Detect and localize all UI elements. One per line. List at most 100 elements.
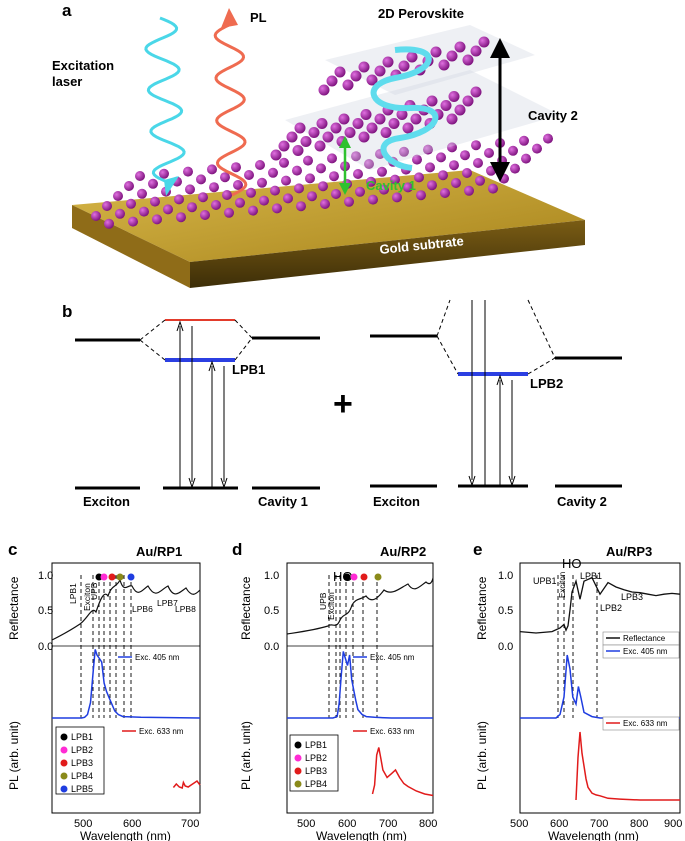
perovskite-atom (438, 59, 450, 71)
chart-c-vlines (80, 575, 132, 718)
perovskite-atom (508, 145, 518, 156)
chart-e-reflectance-line (519, 576, 681, 634)
perovskite-atom (377, 166, 387, 177)
perovskite-atom (279, 157, 289, 168)
perovskite-atom (532, 143, 542, 154)
cavity1-arrowhead-up (339, 136, 351, 148)
cavity2-label-b: Cavity 2 (557, 494, 607, 509)
chart-c-ylabel-bottom: PL (arb. unit) (7, 721, 21, 790)
perovskite-atom (425, 162, 435, 173)
chart-e-legend-refl: Reflectance (602, 631, 680, 646)
chart-e-633-line (575, 731, 680, 801)
perovskite-atom (412, 154, 422, 165)
chart-c-legend-633: Exc. 633 nm (122, 727, 184, 736)
pl-arrowhead (221, 8, 238, 28)
perovskite-atom (380, 127, 392, 138)
perovskite-atom (222, 190, 232, 200)
chart-e-mode-2: LPB2 (600, 603, 622, 613)
cavity2-label: Cavity 2 (528, 108, 578, 123)
svg-text:Exc. 405 nm: Exc. 405 nm (623, 647, 668, 656)
perovskite-atom (268, 167, 278, 178)
perovskite-atom (163, 204, 173, 215)
perovskite-atom (104, 218, 114, 229)
chart-d-633-line (371, 747, 434, 797)
perovskite-atom (454, 104, 466, 116)
perovskite-atom (196, 174, 206, 185)
chart-d-ytick-1: 1.0 (264, 570, 279, 582)
perovskite-atom (392, 192, 402, 203)
chart-e-ytick-05: 0.5 (498, 605, 513, 617)
panel-c: c Au/RP1 LPB1 Exciton UPB LPB6 LPB7 (7, 540, 201, 841)
perovskite-atom (447, 142, 457, 153)
perovskite-atom (379, 184, 389, 195)
panel-c-letter: c (8, 540, 17, 559)
chart-c-mode-7: LPB7 (157, 598, 178, 608)
chart-c-vlabel-2: Exciton (82, 583, 92, 611)
perovskite-atom (316, 163, 326, 174)
panel-e: e Au/RP3 HO UPB1 Exciton LPB1 LPB2 LPB3 … (473, 540, 682, 841)
perovskite-atom (233, 180, 243, 190)
chart-d-vlines (328, 575, 378, 718)
perovskite-atom (353, 169, 363, 179)
perovskite-atom (320, 199, 330, 209)
perovskite-atom (366, 122, 378, 134)
chart-d-reflectance-line (286, 577, 434, 635)
chart-e-xtick-600: 600 (550, 818, 568, 830)
chart-e-ylabel-bottom: PL (arb. unit) (475, 721, 489, 790)
svg-text:LPB1: LPB1 (71, 732, 93, 742)
svg-text:LPB5: LPB5 (71, 784, 93, 794)
perovskite-atom (464, 185, 474, 196)
chart-c-dot-lpb3 (108, 573, 116, 581)
panel-d: d Au/RP2 HO UPB Exciton Exc. 405 nm (232, 540, 437, 841)
exciton-label-left: Exciton (83, 494, 130, 509)
perovskite-atom (305, 173, 315, 184)
cavity1-label-b: Cavity 1 (258, 494, 308, 509)
perovskite-atom (211, 200, 221, 210)
perovskite-atom (246, 187, 256, 198)
perovskite-atom (484, 148, 494, 158)
perovskite-atom (382, 56, 394, 68)
perovskite-top-layer (270, 36, 490, 161)
perovskite-atom (318, 181, 328, 192)
chart-e-mode-1: LPB1 (580, 571, 602, 581)
chart-d-frame (286, 562, 434, 814)
perovskite-atom (292, 165, 302, 176)
perovskite-atom (296, 201, 306, 212)
chart-e-xtick-700: 700 (590, 818, 608, 830)
svg-text:LPB2: LPB2 (71, 745, 93, 755)
perovskite-atom (388, 118, 400, 129)
perovskite-atom (449, 160, 459, 171)
chart-c-xtick-500: 500 (74, 818, 92, 830)
perovskite-atom (430, 46, 442, 58)
perovskite-atom (292, 145, 304, 156)
chart-e-xtick-500: 500 (510, 818, 528, 830)
perovskite-atom (351, 151, 361, 162)
perovskite-atom (438, 170, 448, 181)
chart-d-ylabel-top: Reflectance (239, 576, 253, 640)
perovskite-atom (102, 201, 112, 211)
chart-e-xtick-800: 800 (630, 818, 648, 830)
chart-e-title: Au/RP3 (606, 544, 652, 559)
chart-c-405-line (52, 649, 201, 719)
perovskite-atom (91, 211, 101, 221)
chart-c-ytick-1: 1.0 (38, 570, 53, 582)
perovskite-atom (259, 195, 269, 206)
perovskite-atom (200, 210, 210, 220)
transition-arrows-right (468, 300, 516, 487)
perovskite-atom (137, 188, 147, 199)
perovskite-atom (352, 118, 364, 129)
chart-c-633-line (172, 779, 201, 789)
panel-a: a Gold subtrate Excitation laser PL 2D P… (52, 1, 585, 288)
perovskite-atom (248, 205, 258, 216)
perovskite-atom (440, 188, 450, 198)
chart-c-vlabel-1: LPB1 (68, 583, 78, 604)
svg-text:Exc. 405 nm: Exc. 405 nm (370, 653, 415, 662)
chart-d-dot-lpb1 (343, 573, 351, 581)
chart-d-title: Au/RP2 (380, 544, 426, 559)
chart-d-ytick-05: 0.5 (264, 605, 279, 617)
chart-d-lpb-legend: LPB1 LPB2 LPB3 LPB4 (289, 734, 339, 792)
perovskite-atom (462, 95, 474, 107)
chart-e-mode-3: LPB3 (621, 592, 643, 602)
chart-d-xtick-600: 600 (338, 818, 356, 830)
perovskite-atom (135, 171, 145, 181)
